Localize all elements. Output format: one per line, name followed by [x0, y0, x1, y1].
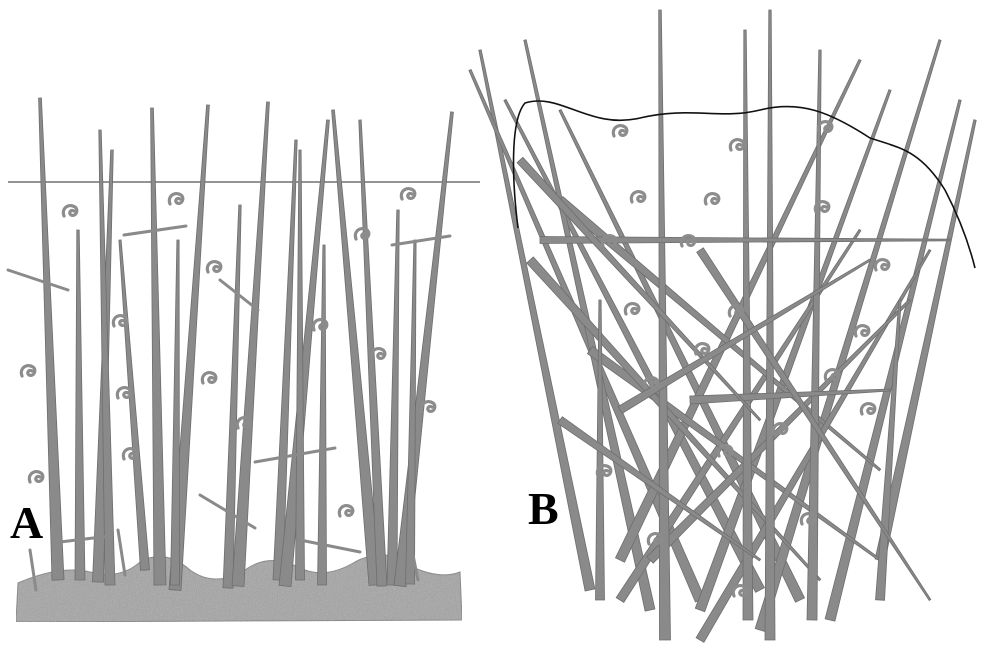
- stem: [394, 112, 453, 587]
- stem: [387, 210, 399, 585]
- stem: [151, 108, 166, 585]
- stem: [876, 300, 902, 600]
- organism: [313, 320, 327, 330]
- panel-label-b: B: [528, 486, 559, 532]
- stem: [296, 150, 305, 580]
- stem: [807, 50, 821, 620]
- twig: [118, 530, 125, 575]
- twig: [238, 540, 240, 580]
- organism: [631, 192, 645, 202]
- organism: [207, 262, 221, 272]
- organism: [625, 304, 639, 314]
- organism: [875, 260, 889, 270]
- panel-b-stems: [469, 10, 976, 642]
- panel-label-a: A: [10, 500, 43, 546]
- organism: [613, 126, 627, 136]
- stem: [406, 240, 417, 584]
- organism: [29, 472, 43, 482]
- stem: [318, 245, 327, 585]
- organism: [648, 534, 662, 544]
- twig: [8, 270, 68, 290]
- stem: [171, 240, 180, 585]
- organism: [63, 206, 77, 216]
- stem: [119, 240, 150, 570]
- panel-b-diagram: [469, 10, 976, 642]
- panel-a-stems: [39, 98, 454, 591]
- organism: [801, 514, 815, 524]
- twig: [300, 540, 360, 552]
- organism: [113, 316, 127, 326]
- stem: [75, 230, 85, 580]
- panel-a-diagram: [8, 98, 480, 622]
- organism: [855, 326, 869, 336]
- organism: [730, 140, 744, 150]
- organism: [339, 506, 353, 516]
- organism: [169, 194, 183, 204]
- organism: [123, 449, 137, 459]
- organism: [202, 373, 216, 383]
- organism: [401, 189, 415, 199]
- organism: [117, 388, 131, 398]
- organism: [21, 366, 35, 376]
- organism: [733, 586, 747, 596]
- organism: [705, 194, 719, 204]
- organism: [861, 404, 875, 414]
- organism: [825, 370, 839, 380]
- twig: [392, 236, 450, 245]
- organism: [355, 229, 369, 239]
